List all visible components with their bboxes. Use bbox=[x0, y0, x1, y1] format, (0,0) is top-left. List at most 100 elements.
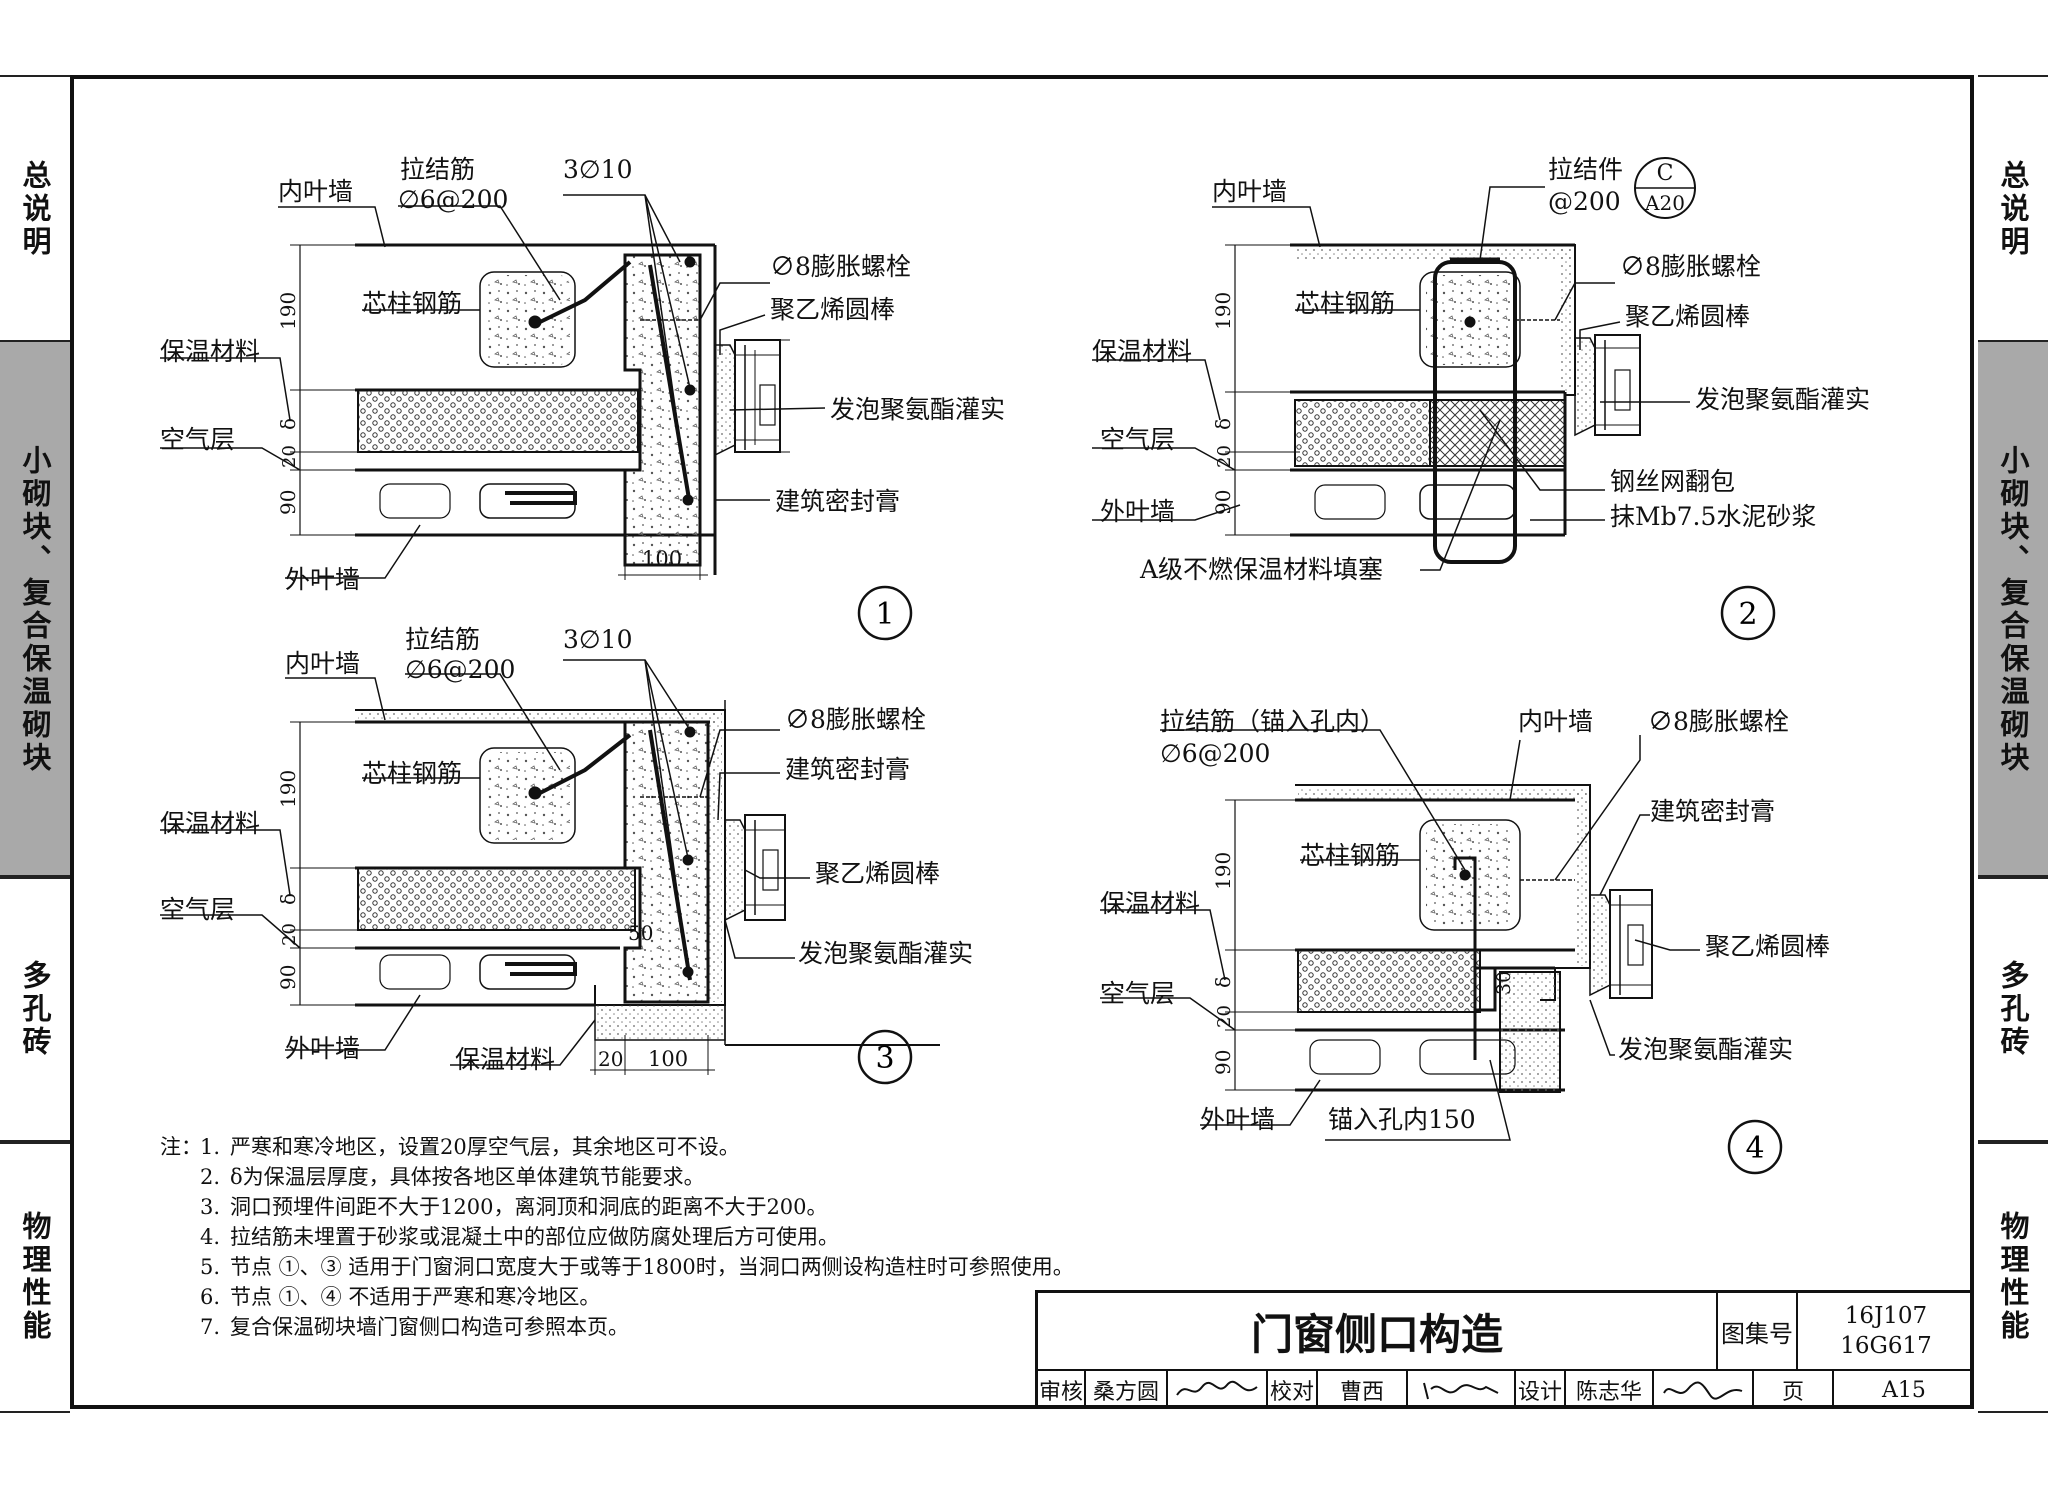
d3-inner-leaf: 内叶墙 bbox=[285, 649, 360, 678]
design-label: 设计 bbox=[1516, 1371, 1566, 1409]
d3-sealant: 建筑密封膏 bbox=[785, 755, 910, 784]
detail-4-labels: 拉结筋（锚入孔内） ∅6@200 内叶墙 ∅8膨胀螺栓 建筑密封膏 芯柱钢筋 保… bbox=[1100, 707, 1830, 1134]
detail-1-labels: 内叶墙 拉结筋 ∅6@200 3∅10 芯柱钢筋 保温材料 空气层 外叶墙 ∅8… bbox=[160, 155, 1005, 594]
d2-ref-circle bbox=[1634, 157, 1696, 219]
detail-4 bbox=[1225, 784, 1653, 1093]
checker-name: 曹西 bbox=[1318, 1371, 1408, 1409]
detail-2-leaders bbox=[1092, 186, 1690, 571]
note-row: 6. 节点 ①、④ 不适用于严寒和寒冷地区。 bbox=[160, 1282, 1074, 1312]
drawing-frame bbox=[70, 75, 1974, 1409]
d1-insulation: 保温材料 bbox=[160, 337, 260, 366]
detail-4-leaders bbox=[1100, 729, 1700, 1141]
note-text: 拉结筋未埋置于砂浆或混凝土中的部位应做防腐处理后方可使用。 bbox=[230, 1225, 839, 1249]
atlas-number: 16J107 16G617 bbox=[1798, 1293, 1974, 1371]
d3-dim-100: 100 bbox=[648, 1047, 688, 1071]
title-block: 门窗侧口构造 图集号 16J107 16G617 审核 桑方圆 校对 曹西 设计… bbox=[1035, 1290, 1974, 1409]
d2-tie-spec: @200 bbox=[1548, 187, 1621, 216]
detail-2 bbox=[1225, 243, 1641, 564]
d3-insulation-bottom: 保温材料 bbox=[455, 1045, 555, 1074]
d2-dim-90: 90 bbox=[1211, 490, 1235, 515]
d4-pu-fill: 发泡聚氨酯灌实 bbox=[1618, 1035, 1793, 1064]
note-row: 3.洞口预埋件间距不大于1200，离洞顶和洞底的距离不大于200。 bbox=[160, 1192, 1074, 1222]
detail-3-labels: 内叶墙 拉结筋 ∅6@200 3∅10 芯柱钢筋 保温材料 空气层 外叶墙 ∅8… bbox=[160, 625, 973, 1074]
d4-sealant: 建筑密封膏 bbox=[1650, 797, 1775, 826]
detail-2-number: 2 bbox=[1720, 585, 1776, 641]
d4-outer-leaf: 外叶墙 bbox=[1200, 1105, 1275, 1134]
reviewer-signature bbox=[1168, 1371, 1268, 1409]
d4-bolt: ∅8膨胀螺栓 bbox=[1648, 707, 1789, 736]
d1-dim-delta: δ bbox=[276, 418, 300, 430]
d4-dim-20: 20 bbox=[1214, 1005, 1235, 1028]
detail-1-leaders bbox=[160, 194, 826, 579]
check-label: 校对 bbox=[1268, 1371, 1318, 1409]
d2-insulation: 保温材料 bbox=[1092, 337, 1192, 366]
d2-mortar: 抹Mb7.5水泥砂浆 bbox=[1610, 502, 1816, 531]
d3-outer-leaf: 外叶墙 bbox=[285, 1034, 360, 1063]
detail-4-number: 4 bbox=[1727, 1119, 1783, 1175]
atlas-number-2: 16G617 bbox=[1840, 1333, 1932, 1359]
note-text: 节点 ①、④ 不适用于严寒和寒冷地区。 bbox=[230, 1285, 601, 1309]
d4-dim-30: 30 bbox=[1493, 971, 1515, 995]
detail-1 bbox=[290, 243, 790, 580]
d1-rebar-3: 3∅10 bbox=[563, 155, 633, 184]
note-row: 注：1.严寒和寒冷地区，设置20厚空气层，其余地区可不设。 bbox=[160, 1132, 1074, 1162]
page-number: A15 bbox=[1882, 1377, 1926, 1403]
d3-insulation: 保温材料 bbox=[160, 809, 260, 838]
d1-num: 1 bbox=[875, 597, 894, 632]
d1-inner-leaf: 内叶墙 bbox=[278, 177, 353, 206]
d1-tie-bar: 拉结筋 bbox=[400, 155, 475, 184]
side-tab-physics: 物理性能 bbox=[0, 1140, 70, 1413]
page-label: 页 bbox=[1754, 1371, 1834, 1409]
d2-dim-190: 190 bbox=[1211, 292, 1235, 330]
d4-tie-bar: 拉结筋（锚入孔内） bbox=[1160, 707, 1385, 736]
checker-signature bbox=[1408, 1371, 1516, 1409]
d4-num: 4 bbox=[1745, 1131, 1764, 1166]
d2-pe-rod: 聚乙烯圆棒 bbox=[1625, 302, 1750, 331]
note-number: 1. bbox=[200, 1135, 221, 1159]
d2-dim-delta: δ bbox=[1211, 418, 1235, 430]
d3-air-layer: 空气层 bbox=[160, 895, 235, 924]
note-row: 2. δ为保温层厚度，具体按各地区单体建筑节能要求。 bbox=[160, 1162, 1074, 1192]
d1-tie-spec: ∅6@200 bbox=[398, 185, 508, 214]
d2-bolt: ∅8膨胀螺栓 bbox=[1620, 252, 1761, 281]
d3-core-rebar: 芯柱钢筋 bbox=[362, 759, 462, 788]
d3-dim-90: 90 bbox=[276, 965, 300, 990]
d3-rebar-3: 3∅10 bbox=[563, 625, 633, 654]
d2-air-layer: 空气层 bbox=[1100, 425, 1175, 454]
d4-dim-delta: δ bbox=[1211, 976, 1235, 988]
d2-dim-20: 20 bbox=[1214, 445, 1235, 468]
designer-signature bbox=[1654, 1371, 1754, 1409]
review-label: 审核 bbox=[1038, 1371, 1086, 1409]
d3-bolt: ∅8膨胀螺栓 bbox=[785, 705, 926, 734]
d2-a-fill: A级不燃保温材料填塞 bbox=[1139, 555, 1383, 584]
detail-1-number: 1 bbox=[857, 585, 913, 641]
d2-tie-piece: 拉结件 bbox=[1548, 155, 1623, 184]
d4-tie-spec: ∅6@200 bbox=[1160, 739, 1270, 768]
note-number: 6. bbox=[200, 1285, 221, 1309]
d4-dim-90: 90 bbox=[1211, 1050, 1235, 1075]
side-tab-small-block-right: 小砌块、复合保温砌块 bbox=[1978, 340, 2048, 879]
note-text: δ为保温层厚度，具体按各地区单体建筑节能要求。 bbox=[230, 1165, 705, 1189]
d3-num: 3 bbox=[875, 1041, 894, 1076]
d4-dim-190: 190 bbox=[1211, 852, 1235, 890]
d1-dim-90: 90 bbox=[276, 490, 300, 515]
d3-tie-spec: ∅6@200 bbox=[405, 655, 515, 684]
d3-dim-20: 20 bbox=[279, 923, 300, 946]
atlas-label: 图集号 bbox=[1718, 1293, 1798, 1371]
detail-3-number: 3 bbox=[857, 1029, 913, 1085]
atlas-number-1: 16J107 bbox=[1844, 1303, 1928, 1329]
note-number: 2. bbox=[200, 1165, 221, 1189]
d4-core-rebar: 芯柱钢筋 bbox=[1300, 841, 1400, 870]
d4-anchor: 锚入孔内150 bbox=[1328, 1105, 1476, 1134]
d1-sealant: 建筑密封膏 bbox=[775, 487, 900, 516]
d1-bolt: ∅8膨胀螺栓 bbox=[770, 252, 911, 281]
side-tab-perforated: 多孔砖 bbox=[0, 875, 70, 1144]
d2-mesh: 钢丝网翻包 bbox=[1610, 467, 1735, 496]
d4-insulation: 保温材料 bbox=[1100, 889, 1200, 918]
d2-inner-leaf: 内叶墙 bbox=[1212, 177, 1287, 206]
note-number: 4. bbox=[200, 1225, 221, 1249]
detail-3-leaders bbox=[160, 659, 810, 1066]
d1-dim-100: 100 bbox=[642, 547, 682, 571]
d3-dim-delta: δ bbox=[276, 893, 300, 905]
detail-2-labels: 内叶墙 拉结件 @200 C A20 芯柱钢筋 保温材料 空气层 外叶墙 ∅8膨… bbox=[1092, 155, 1870, 584]
